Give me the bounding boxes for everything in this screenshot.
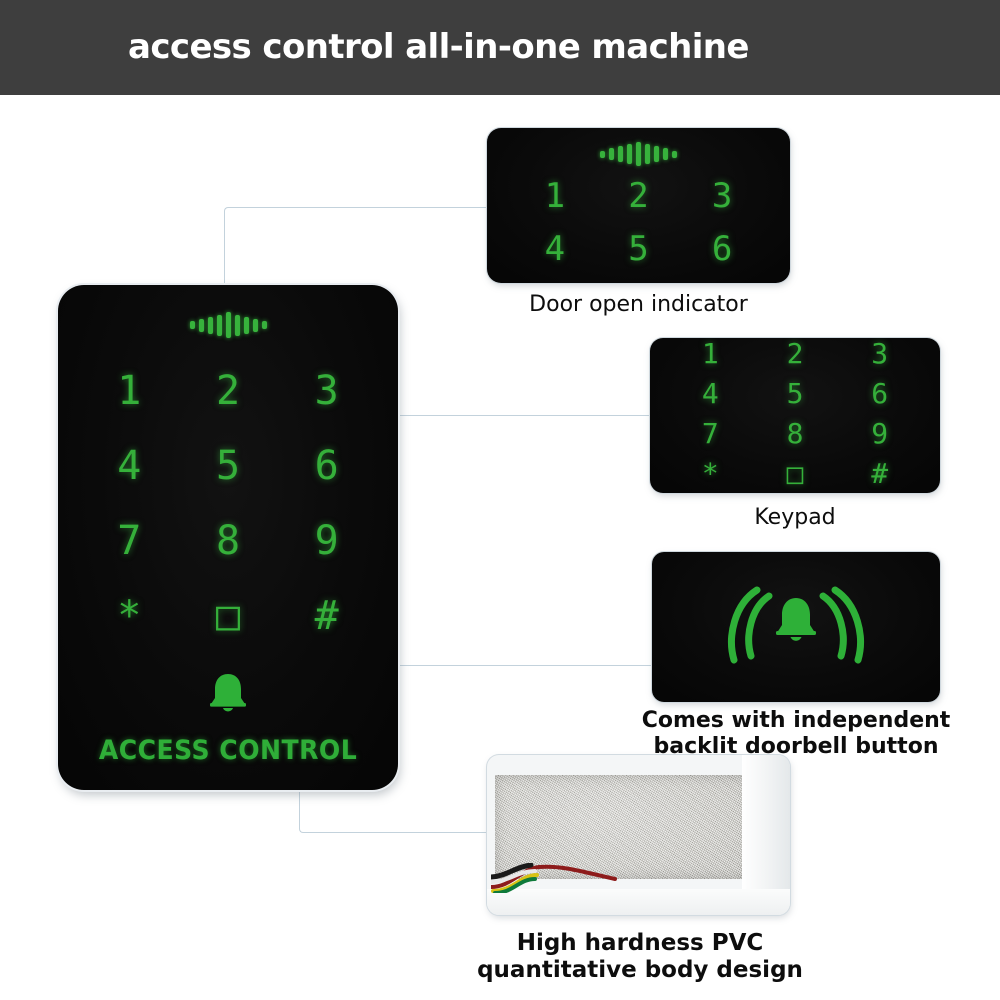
callout-doorbell <box>652 552 940 702</box>
ringing-bell-icon <box>652 574 940 674</box>
caption-keypad: Keypad <box>754 505 836 530</box>
keypad-key-2: 2 <box>786 338 804 370</box>
brand-label: ACCESS CONTROL <box>98 735 358 766</box>
wire-harness <box>488 862 621 895</box>
connector-line-pvc <box>299 790 490 833</box>
indicator-bar <box>225 312 231 338</box>
callout-pvc-body <box>487 755 790 915</box>
keypad-key-1[interactable]: 1 <box>117 367 142 414</box>
keypad-key-square: □ <box>786 457 804 490</box>
indicator-bar <box>243 316 249 334</box>
indicator-bar <box>600 150 605 158</box>
keypad-key-3: 3 <box>871 338 889 370</box>
indicator-bar <box>609 148 614 160</box>
keypad-key-5[interactable]: 5 <box>215 442 241 489</box>
keypad-key-8[interactable]: 8 <box>215 517 241 564</box>
callout-keypad-grid: 1 2 3 4 5 6 7 8 9 * □ # <box>668 338 922 493</box>
callout-keypad-partial: 1 2 3 4 5 6 <box>513 170 764 275</box>
keypad-key-1: 1 <box>544 176 566 217</box>
bell-icon <box>206 670 250 716</box>
keypad-key-5: 5 <box>786 377 804 410</box>
caption-doorbell: Comes with independent backlit doorbell … <box>641 708 951 759</box>
keypad-key-star[interactable]: * <box>117 592 142 639</box>
keypad-key-2: 2 <box>628 176 649 217</box>
indicator-bar <box>654 146 659 162</box>
keypad-key-square[interactable]: □ <box>215 592 241 639</box>
keypad-key-6[interactable]: 6 <box>314 442 339 489</box>
door-open-indicator-bars <box>58 311 398 339</box>
connector-line-doorbell <box>396 665 654 666</box>
caption-pvc-body: High hardness PVC quantitative body desi… <box>477 930 803 984</box>
keypad-key-hash[interactable]: # <box>314 592 339 639</box>
keypad-key-3: 3 <box>711 176 733 217</box>
indicator-bar <box>252 318 258 332</box>
main-keypad-grid: 1 2 3 4 5 6 7 8 9 * □ # <box>80 353 376 653</box>
pvc-frame-right-edge <box>742 755 790 915</box>
keypad-key-2[interactable]: 2 <box>215 367 241 414</box>
keypad-key-6: 6 <box>711 228 733 269</box>
indicator-bar <box>207 316 213 334</box>
indicator-bar <box>636 142 641 166</box>
pvc-textured-surface <box>495 775 750 879</box>
indicator-bar <box>618 146 623 162</box>
keypad-key-hash: # <box>871 457 889 490</box>
indicator-bar <box>234 314 240 336</box>
callout-keypad: 1 2 3 4 5 6 7 8 9 * □ # <box>650 338 940 493</box>
keypad-key-9[interactable]: 9 <box>314 517 339 564</box>
keypad-key-star: * <box>701 457 719 490</box>
keypad-key-1: 1 <box>701 338 719 370</box>
connector-line-door-indicator <box>224 207 490 288</box>
indicator-bar <box>672 150 677 158</box>
keypad-key-5: 5 <box>628 228 649 269</box>
page-title: access control all-in-one machine <box>128 27 749 67</box>
keypad-key-7: 7 <box>701 417 719 450</box>
keypad-key-3[interactable]: 3 <box>314 367 339 414</box>
indicator-bar <box>261 321 267 329</box>
keypad-key-8: 8 <box>786 417 804 450</box>
indicator-bar <box>189 321 195 329</box>
indicator-bar <box>627 144 632 164</box>
keypad-key-7[interactable]: 7 <box>117 517 142 564</box>
doorbell-button[interactable] <box>58 657 398 729</box>
pvc-frame-bottom-edge <box>487 889 790 915</box>
keypad-key-4: 4 <box>544 228 566 269</box>
connector-line-keypad <box>396 415 652 416</box>
keypad-key-9: 9 <box>871 417 889 450</box>
indicator-bar <box>198 318 204 332</box>
keypad-key-4: 4 <box>701 377 719 410</box>
door-open-indicator-bars-zoom <box>487 141 790 167</box>
indicator-bar <box>645 144 650 164</box>
keypad-key-6: 6 <box>871 377 889 410</box>
indicator-bar <box>216 314 222 336</box>
keypad-key-4[interactable]: 4 <box>117 442 142 489</box>
callout-door-open-indicator: 1 2 3 4 5 6 <box>487 128 790 283</box>
indicator-bar <box>663 148 668 160</box>
main-device-panel: 1 2 3 4 5 6 7 8 9 * □ # ACCESS CONTROL <box>58 285 398 790</box>
caption-door-open-indicator: Door open indicator <box>529 292 748 317</box>
header-bar <box>0 0 1000 95</box>
